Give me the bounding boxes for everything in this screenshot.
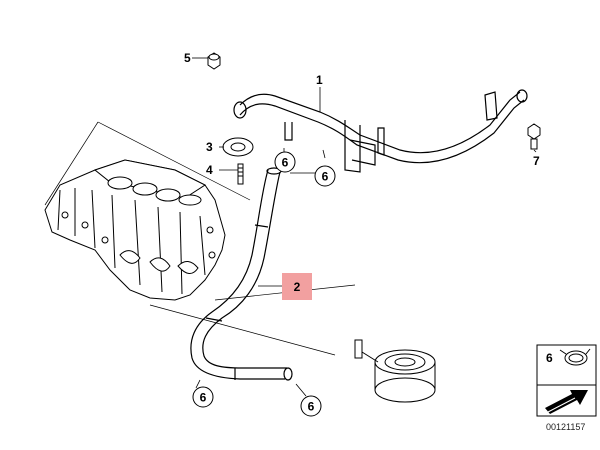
hose-clamp-icon: [559, 348, 591, 366]
document-id: 00121157: [546, 422, 585, 432]
diagonal-arrow-icon: [545, 390, 588, 414]
svg-text:6: 6: [200, 391, 207, 405]
bolt: [527, 123, 541, 150]
callout-lines: [192, 57, 537, 397]
svg-text:6: 6: [322, 170, 329, 184]
callout-circle-6-d: 6: [300, 395, 322, 417]
callout-circle-6-c: 6: [192, 386, 214, 408]
gasket: [222, 137, 254, 157]
svg-text:6: 6: [308, 400, 315, 414]
callout-labels: 5 1 3 4 7 6 6 6 6 2: [184, 51, 540, 417]
stud: [237, 163, 244, 185]
label-part-7: 7: [533, 154, 540, 168]
label-part-3: 3: [206, 140, 213, 154]
label-part-4: 4: [206, 163, 213, 177]
engine-block: [44, 159, 226, 301]
legend-box: 6: [536, 344, 597, 417]
label-part-1: 1: [316, 73, 323, 87]
svg-text:6: 6: [282, 156, 289, 170]
legend-item-number: 6: [546, 351, 553, 365]
nut: [207, 52, 221, 70]
label-part-5: 5: [184, 51, 191, 65]
oil-cooler: [354, 339, 436, 403]
coolant-hose: [190, 167, 293, 381]
coolant-pipe: [233, 89, 528, 173]
label-part-2: 2: [294, 280, 301, 294]
callout-circle-6-a: 6: [274, 151, 296, 173]
callout-circle-6-b: 6: [314, 165, 336, 187]
callout-part-2-highlight: 2: [282, 273, 312, 300]
